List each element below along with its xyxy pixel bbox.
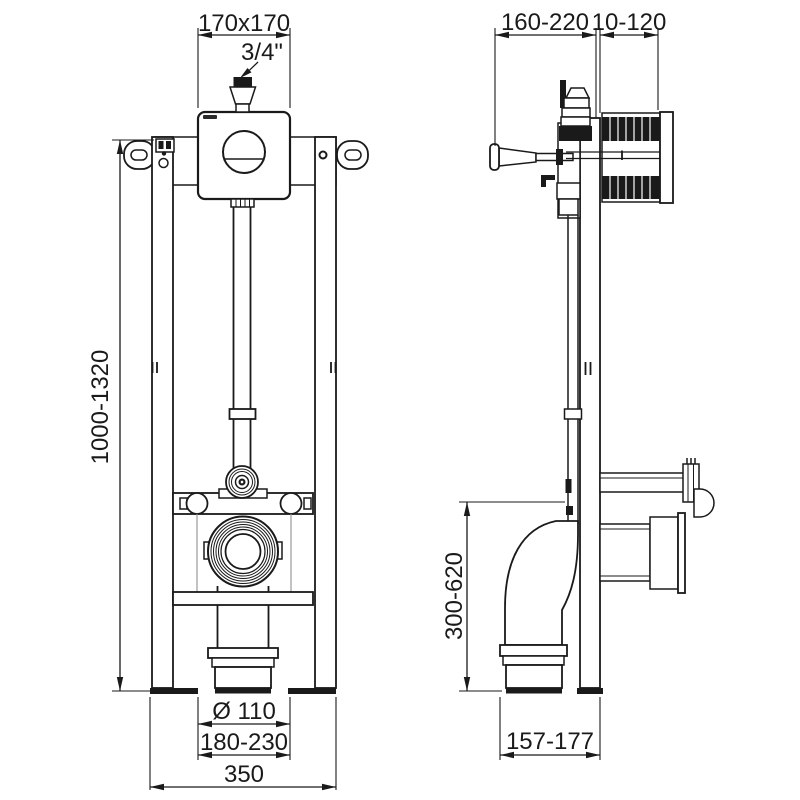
waste-elbow (504, 520, 579, 646)
dim-plate-size-label: 170x170 (198, 10, 290, 37)
lower-crossbar (172, 591, 314, 606)
dim-plate-size: 170x170 (197, 10, 291, 108)
dim-outlet-height: 300-620 (441, 501, 565, 692)
front-view: 170x170 3/4" 1000-1320 Ø 110 (87, 10, 369, 791)
inlet-valve-top (228, 77, 257, 113)
outlet-socket-side (499, 644, 568, 694)
wall-sleeve (566, 111, 674, 204)
wall-flange (659, 111, 674, 204)
water-inlet-fitting (218, 465, 268, 499)
waste-connector (599, 512, 686, 594)
wall-pipe-upper (599, 458, 715, 518)
dim-water-inlet: 3/4" (240, 39, 283, 78)
dim-lever-depth-label: 160-220 (501, 9, 589, 36)
flush-pipe (228, 198, 257, 470)
dim-outlet-depth-label: 180-230 (200, 729, 288, 756)
foot-right (288, 688, 336, 694)
fixing-clamp-detail (155, 138, 175, 169)
flush-lever (489, 143, 574, 187)
dim-water-inlet-label: 3/4" (241, 39, 283, 66)
threaded-rods (196, 514, 292, 592)
dim-frame-height-label: 1000-1320 (87, 350, 114, 465)
frame-rail-side (577, 117, 603, 694)
foot-side (577, 688, 603, 694)
dim-outlet-depth: 180-230 (198, 729, 290, 759)
outlet-pipe-bottom (172, 586, 314, 694)
dim-frame-width: 350 (149, 697, 337, 791)
brand-mark (203, 115, 217, 119)
rail-right (314, 136, 337, 689)
dim-wall-range: 10-120 (592, 9, 667, 113)
dim-outlet-diameter: Ø 110 (197, 697, 291, 760)
flush-pipe-side (563, 215, 583, 524)
rail-pin-right (318, 150, 328, 160)
flush-plate (196, 110, 292, 201)
upper-crossbar (172, 492, 314, 515)
flush-button (222, 130, 266, 174)
cistern-side (556, 122, 581, 219)
dim-outlet-diameter-label: Ø 110 (212, 698, 276, 725)
dim-frame-height: 1000-1320 (87, 139, 154, 692)
foot-left (150, 688, 198, 694)
dim-base-depth: 157-177 (499, 697, 601, 760)
dim-base-depth-label: 157-177 (506, 728, 594, 755)
dim-wall-range-label: 10-120 (592, 9, 667, 36)
waste-outlet-rings (203, 515, 283, 588)
dim-frame-width-label: 350 (224, 761, 264, 788)
side-view: 160-220 10-120 300-620 157-177 (441, 9, 715, 760)
rail-left (151, 136, 174, 689)
dim-outlet-height-label: 300-620 (441, 552, 468, 640)
inlet-valve-side (559, 80, 592, 141)
dim-lever-depth: 160-220 (494, 9, 597, 146)
